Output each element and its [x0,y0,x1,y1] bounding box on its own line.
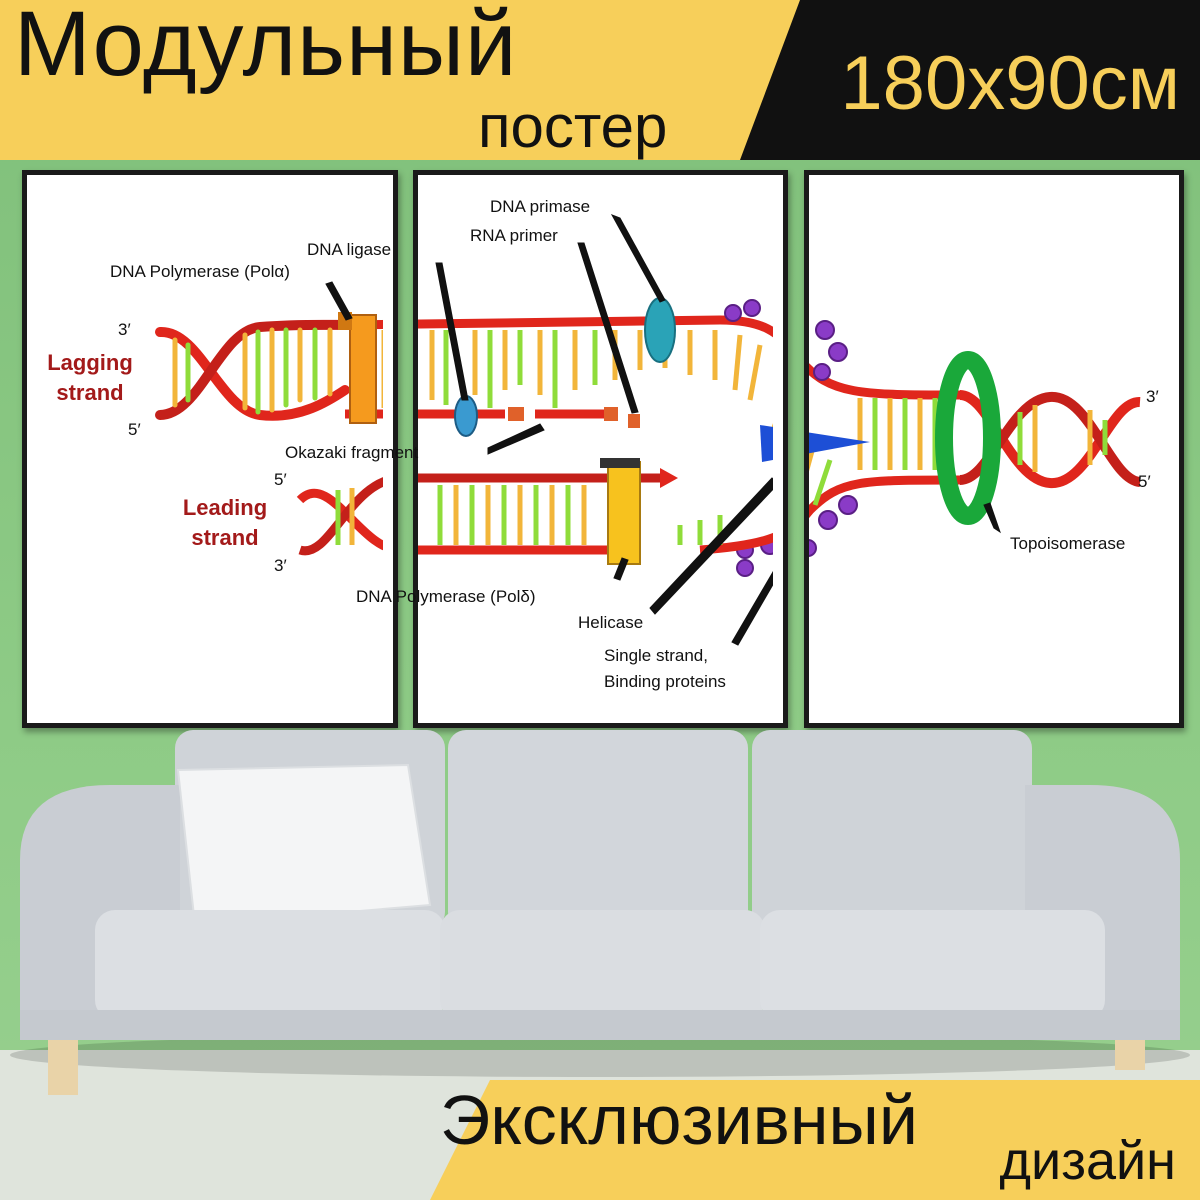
label-lagging-strand-1: Lagging [47,350,133,375]
label-ssb-line1: Single strand, [604,646,708,665]
poster-title: Модульный [14,0,518,95]
label-dna-polymerase-delta: DNA Polymerase (Polδ) [356,587,536,606]
top-banner-black [740,0,1200,160]
label-dna-ligase: DNA ligase [307,240,392,259]
label-rna-primer: RNA primer [470,226,558,245]
label-okazaki-fragment: Okazaki fragment [285,443,419,462]
label-dna-primase: DNA primase [490,197,591,216]
label-leading-strand-2: strand [191,525,259,550]
label-dna-polymerase-alpha: DNA Polymerase (Polα) [110,262,290,281]
label-lagging-5prime: 5′ [128,420,141,439]
label-leading-5prime: 5′ [274,470,287,489]
label-leading-3prime: 3′ [274,556,287,575]
label-ssb-line2: Binding proteins [604,672,726,691]
label-right-5prime: 5′ [1138,472,1151,491]
label-leading-strand-1: Leading [182,495,268,520]
poster-panel-left [22,170,398,728]
bottom-subtitle: дизайн [999,1131,1176,1191]
bottom-banner [430,1080,1200,1200]
label-lagging-3prime: 3′ [118,320,131,339]
label-right-3prime: 3′ [1146,387,1159,406]
bottom-title: Эксклюзивный [440,1081,918,1159]
poster-subtitle: постер [478,93,668,160]
top-banner: Модульный постер 180x90см [0,0,1200,160]
label-helicase: Helicase [578,613,644,632]
poster-size: 180x90см [840,41,1180,126]
label-topoisomerase: Topoisomerase [1010,534,1126,553]
label-lagging-strand-2: strand [56,380,124,405]
